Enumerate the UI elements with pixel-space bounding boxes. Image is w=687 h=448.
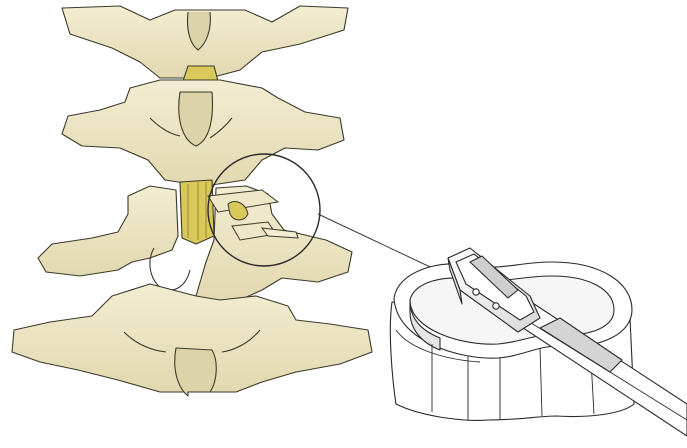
lumbar-spine bbox=[12, 6, 372, 396]
vertebra-l3 bbox=[62, 80, 344, 186]
rivet-2 bbox=[493, 303, 499, 309]
vertebra-l5 bbox=[12, 284, 372, 396]
rivet-1 bbox=[473, 289, 479, 295]
disc-middle bbox=[180, 180, 214, 244]
